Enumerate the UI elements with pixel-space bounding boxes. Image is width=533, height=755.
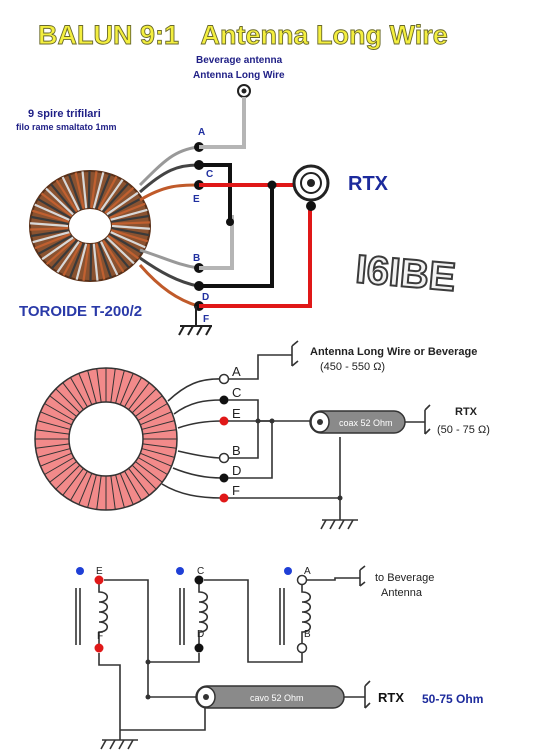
terminal-f-label: F [203, 314, 209, 325]
winding-label-turns: 9 spire trifilari [28, 108, 101, 120]
toroid-type-label: TOROIDE T-200/2 [19, 303, 142, 320]
sch-terminal-f [219, 493, 229, 503]
sch-coax-label: coax 52 Ohm [339, 418, 393, 428]
callsign-logo: I6IBE [354, 247, 458, 300]
sch-label-e: E [232, 406, 241, 421]
sch-terminal-d [219, 473, 229, 483]
coil-c-d: C D [176, 566, 209, 653]
page-title: BALUN 9:1 Antenna Long Wire [38, 20, 448, 50]
coil-antenna-label-2: Antenna [381, 587, 423, 599]
terminal-d-label: D [202, 292, 209, 303]
antenna-label-beverage: Beverage antenna [196, 55, 283, 66]
section-coil-schematic: E F C D A B [75, 565, 483, 750]
coil3-label-b: B [304, 629, 311, 640]
coil1-dot [76, 567, 84, 575]
sch-label-f: F [232, 483, 240, 498]
antenna-label-longwire: Antenna Long Wire [193, 70, 285, 81]
coil1-term-f [94, 643, 104, 653]
coil2-term-d [194, 643, 204, 653]
coil-e-f: E F [75, 566, 109, 653]
sch-coax-cable: coax 52 Ohm [309, 410, 406, 434]
terminal-b-label: B [193, 253, 200, 264]
sch-label-d: D [232, 463, 241, 478]
coil1-label-e: E [96, 566, 103, 577]
coil1-term-e [94, 575, 104, 585]
coil-coax-cable: cavo 52 Ohm [195, 685, 345, 709]
coil-rtx-label: RTX [378, 690, 404, 705]
rtx-connector [292, 164, 330, 211]
sch-terminal-a [218, 373, 230, 385]
coil3-label-a: A [304, 566, 311, 577]
sch-label-c: C [232, 385, 241, 400]
terminal-c-label: C [206, 169, 213, 180]
sch-ground-symbol [320, 498, 358, 530]
sch-antenna-label: Antenna Long Wire or Beverage [310, 346, 477, 358]
coil-a-b: A B [279, 566, 312, 654]
coil1-label-f: F [97, 631, 103, 642]
coil2-label-c: C [197, 566, 204, 577]
coil-rtx-impedance: 50-75 Ohm [422, 692, 483, 706]
sch-terminal-e [219, 416, 229, 426]
coil2-term-c [194, 575, 204, 585]
section-toroid-schematic: A C E B D F Antenna Long Wire or Beverag… [34, 340, 490, 530]
coil-antenna-label-1: to Beverage [375, 572, 434, 584]
coil2-label-d: D [197, 629, 204, 640]
sch-terminal-b [218, 452, 230, 464]
coil-ground-symbol [100, 730, 138, 750]
sch-terminal-c [219, 395, 229, 405]
terminal-e-label: E [193, 194, 200, 205]
coil2-dot [176, 567, 184, 575]
ground-symbol [178, 306, 212, 336]
rtx-label: RTX [348, 173, 389, 195]
sch-label-b: B [232, 443, 241, 458]
sch-rtx-label: RTX [455, 406, 478, 418]
toroid-ring [34, 367, 178, 511]
coil-cable-label: cavo 52 Ohm [250, 693, 304, 703]
section-wiring-photo: Beverage antenna Antenna Long Wire 9 spi… [16, 55, 458, 336]
sch-rtx-impedance: (50 - 75 Ω) [437, 424, 490, 436]
sch-antenna-impedance: (450 - 550 Ω) [320, 361, 385, 373]
winding-label-wire: filo rame smaltato 1mm [16, 122, 117, 132]
sch-label-a: A [232, 364, 241, 379]
terminal-a-label: A [198, 127, 205, 138]
coil3-term-b [296, 642, 308, 654]
coil3-dot [284, 567, 292, 575]
toroid-photo [29, 170, 151, 282]
